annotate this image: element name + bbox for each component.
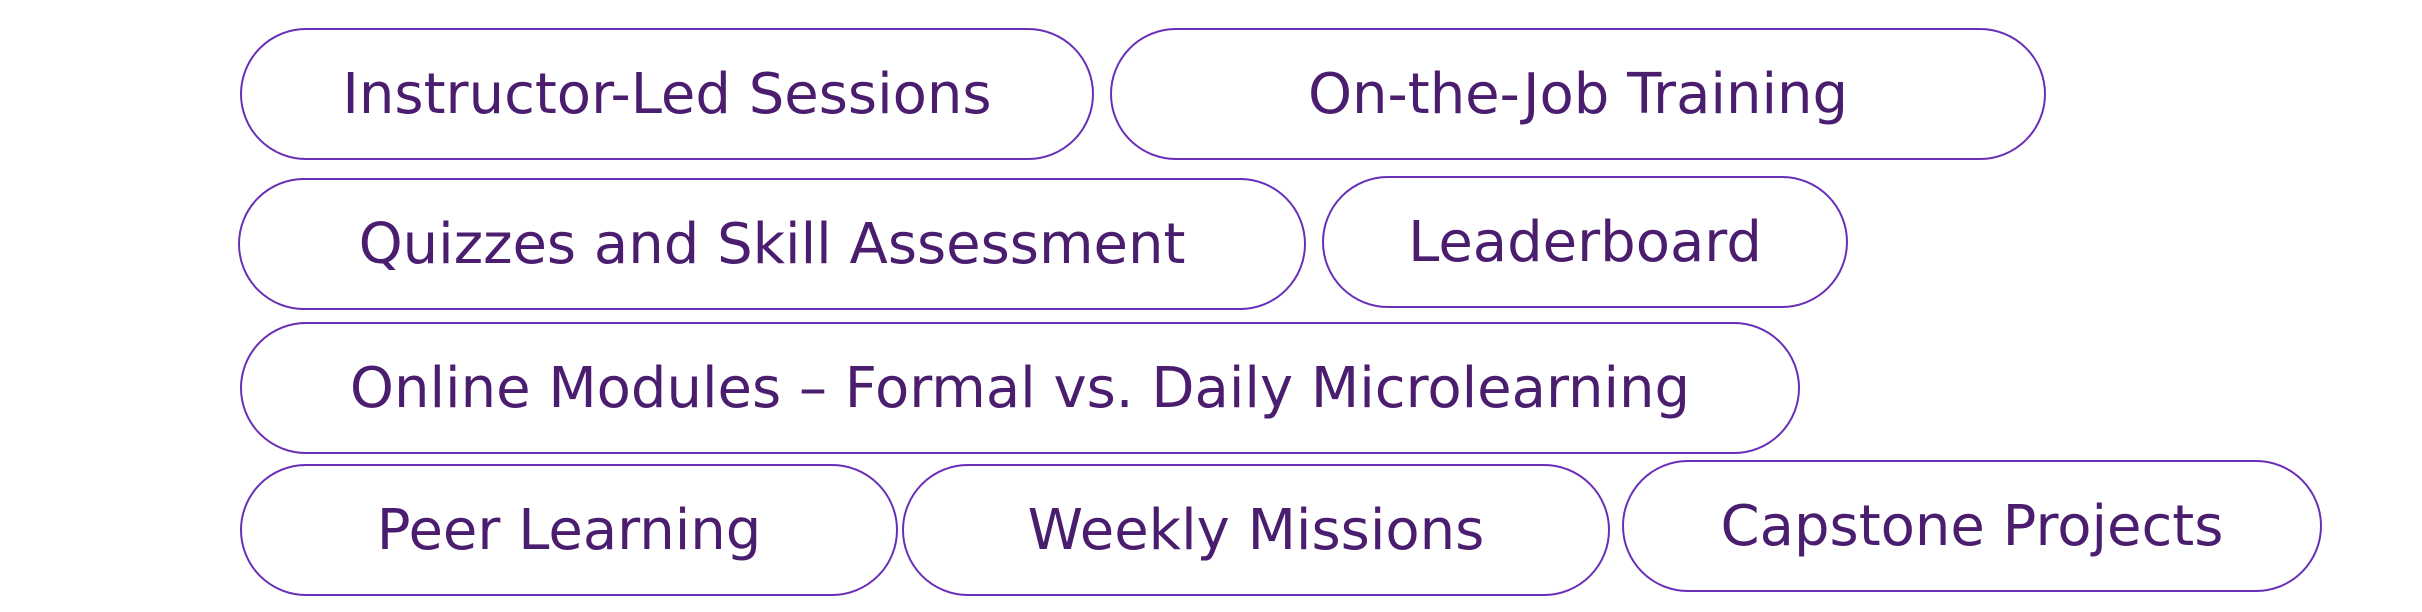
tag-online-modules[interactable]: Online Modules – Formal vs. Daily Microl… [240, 322, 1800, 454]
tag-weekly-missions[interactable]: Weekly Missions [902, 464, 1610, 596]
tag-quizzes-and-skill-assessment[interactable]: Quizzes and Skill Assessment [238, 178, 1306, 310]
tag-label: Leaderboard [1408, 209, 1762, 275]
tag-leaderboard[interactable]: Leaderboard [1322, 176, 1848, 308]
tag-label: Quizzes and Skill Assessment [358, 211, 1186, 277]
tag-instructor-led-sessions[interactable]: Instructor-Led Sessions [240, 28, 1094, 160]
tag-on-the-job-training[interactable]: On-the-Job Training [1110, 28, 2046, 160]
tag-label: Online Modules – Formal vs. Daily Microl… [349, 355, 1691, 421]
tag-peer-learning[interactable]: Peer Learning [240, 464, 898, 596]
tag-label: Capstone Projects [1720, 493, 2224, 559]
tag-label: Instructor-Led Sessions [342, 61, 992, 127]
tag-capstone-projects[interactable]: Capstone Projects [1622, 460, 2322, 592]
tag-label: Peer Learning [376, 497, 762, 563]
tag-label: Weekly Missions [1027, 497, 1485, 563]
tag-label: On-the-Job Training [1307, 61, 1849, 127]
